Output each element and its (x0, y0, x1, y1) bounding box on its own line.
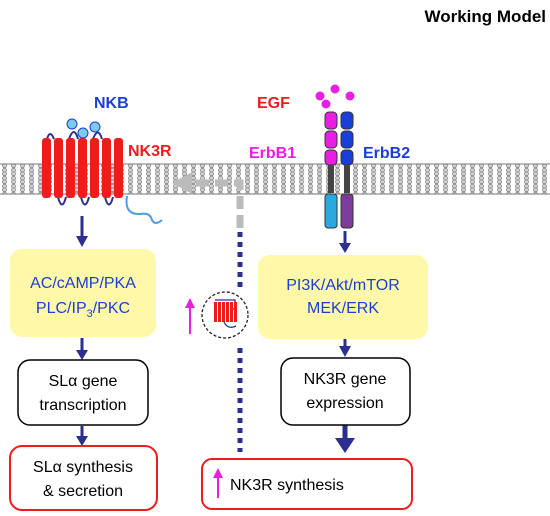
left-signaling-line-2: PLC/IP3/PKC (36, 300, 130, 320)
erbb2-label: ErbB2 (363, 145, 410, 162)
sla-transcription-box (17, 359, 149, 426)
sla-synthesis-line-2: & secretion (43, 483, 123, 500)
left-arrow-2 (76, 338, 88, 360)
nk3r-receptor-icon (42, 131, 163, 224)
nkb-ligand-icon (66, 118, 101, 139)
sla-transcription-line-1: SLα gene (49, 373, 118, 390)
left-signaling-box (10, 249, 156, 337)
nk3r-synthesis-text: NK3R synthesis (230, 477, 344, 494)
nk3r-synthesis-box (201, 458, 413, 510)
sla-synthesis-line-1: SLα synthesis (33, 459, 133, 476)
right-arrow-2 (339, 339, 351, 357)
right-signaling-box (258, 255, 428, 339)
right-arrow-3 (335, 425, 355, 453)
sla-synthesis-box (9, 445, 158, 511)
dotted-pathway-line (237, 232, 243, 452)
right-signaling-line-2: MEK/ERK (307, 300, 379, 317)
trafficking-arrow (172, 172, 244, 228)
nk3r-expression-line-1: NK3R gene (304, 371, 387, 388)
erbb1-label: ErbB1 (249, 145, 296, 162)
right-signaling-line-1: PI3K/Akt/mTOR (286, 277, 400, 294)
nk3r-expression-line-2: expression (306, 395, 383, 412)
left-arrow-1 (76, 216, 88, 247)
synthesis-increase-arrow-icon (213, 468, 223, 498)
receptor-vesicle-icon (201, 291, 249, 339)
right-arrow-1 (339, 231, 351, 253)
increase-arrow-icon (185, 298, 195, 334)
left-arrow-3 (76, 426, 88, 446)
sla-transcription-line-2: transcription (39, 397, 126, 414)
erbb2-receptor-icon (340, 111, 354, 229)
nkb-label: NKB (94, 95, 129, 112)
left-signaling-line-1: AC/cAMP/PKA (30, 275, 136, 292)
nk3r-label: NK3R (128, 143, 172, 160)
egf-label: EGF (257, 95, 290, 112)
egf-ligand-icon (315, 84, 355, 109)
nk3r-expression-box (280, 357, 411, 426)
page-title: Working Model (424, 7, 546, 26)
erbb1-receptor-icon (324, 111, 338, 229)
